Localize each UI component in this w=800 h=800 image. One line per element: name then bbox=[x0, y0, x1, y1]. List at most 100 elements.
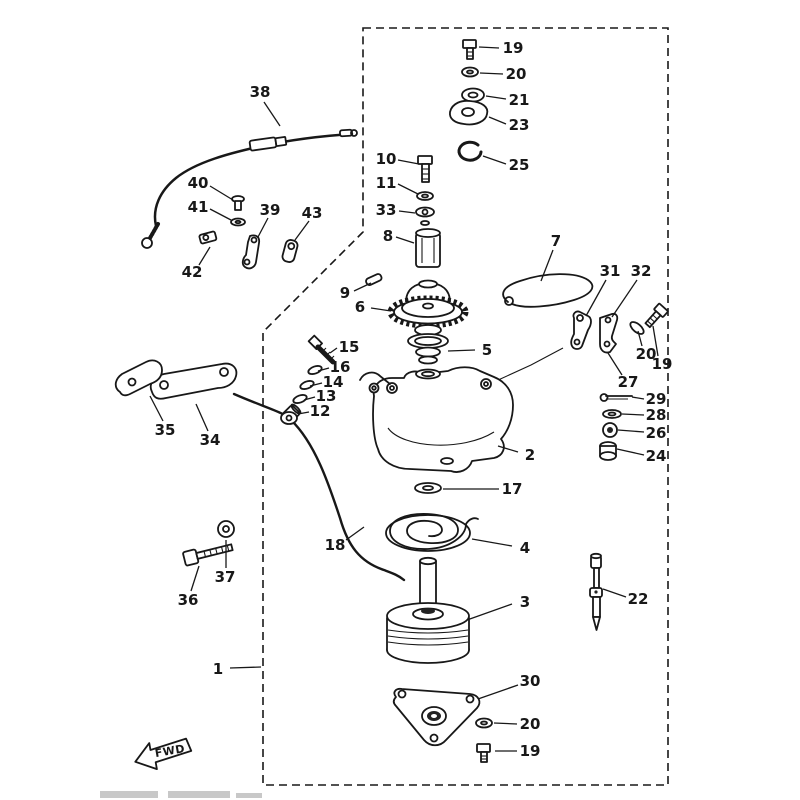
part-label-36: 36 bbox=[178, 591, 199, 609]
part-label-43: 43 bbox=[302, 204, 323, 222]
part-label-24: 24 bbox=[646, 447, 667, 465]
part-label-42: 42 bbox=[182, 263, 203, 281]
friction-spring bbox=[502, 273, 594, 308]
lever-bolt bbox=[182, 543, 234, 567]
drive-pin bbox=[365, 273, 383, 287]
part-label-10: 10 bbox=[376, 150, 397, 168]
leader-line-8 bbox=[395, 236, 415, 244]
leader-line-2 bbox=[497, 445, 519, 453]
part-label-35: 35 bbox=[155, 421, 176, 439]
part-label-13: 13 bbox=[316, 387, 337, 405]
leader-line-22 bbox=[602, 588, 627, 598]
part-label-9: 9 bbox=[340, 284, 350, 302]
leader-line-20 bbox=[479, 72, 504, 75]
leader-line-19 bbox=[652, 325, 659, 357]
part-label-14: 14 bbox=[323, 373, 344, 391]
part-label-20: 20 bbox=[520, 715, 541, 733]
part-label-33: 33 bbox=[376, 201, 397, 219]
leader-line-23 bbox=[488, 116, 507, 125]
leader-line-25 bbox=[482, 155, 507, 165]
part-label-22: 22 bbox=[628, 590, 649, 608]
part-label-38: 38 bbox=[250, 83, 271, 101]
part-label-5: 5 bbox=[482, 341, 492, 359]
part-label-15: 15 bbox=[339, 338, 360, 356]
part-label-2: 2 bbox=[525, 446, 535, 464]
part-label-19: 19 bbox=[520, 742, 541, 760]
part-label-39: 39 bbox=[260, 201, 281, 219]
leader-line-30 bbox=[477, 684, 519, 700]
part-label-27: 27 bbox=[618, 373, 639, 391]
leader-line-26 bbox=[617, 429, 645, 433]
right-brackets bbox=[570, 302, 669, 354]
leader-line-20 bbox=[637, 330, 643, 347]
right-small-parts bbox=[599, 393, 633, 461]
leader-line-32 bbox=[611, 279, 638, 318]
part-label-7: 7 bbox=[551, 232, 561, 250]
top-fastener-stack bbox=[449, 39, 489, 162]
part-label-37: 37 bbox=[215, 568, 236, 586]
part-label-16: 16 bbox=[330, 358, 351, 376]
part-label-30: 30 bbox=[520, 672, 541, 690]
part-label-12: 12 bbox=[310, 402, 331, 420]
part-label-28: 28 bbox=[646, 406, 667, 424]
leader-line-10 bbox=[397, 159, 420, 165]
part-label-26: 26 bbox=[646, 424, 667, 442]
lock-cable bbox=[232, 392, 406, 582]
starter-pulley bbox=[386, 556, 470, 664]
fwd-arrow-label: FWD bbox=[154, 742, 186, 760]
stop-shaft bbox=[589, 552, 603, 631]
spiral-spring bbox=[385, 513, 479, 552]
leader-line-16 bbox=[317, 367, 330, 372]
leader-line-13 bbox=[303, 396, 316, 401]
part-label-40: 40 bbox=[188, 174, 209, 192]
part-label-20: 20 bbox=[506, 65, 527, 83]
leader-line-9 bbox=[353, 282, 372, 292]
leader-line-14 bbox=[309, 382, 323, 387]
part-label-23: 23 bbox=[509, 116, 530, 134]
leader-line-21 bbox=[485, 95, 507, 100]
leader-line-41 bbox=[209, 208, 232, 221]
leader-line-33 bbox=[398, 210, 416, 214]
part-label-32: 32 bbox=[631, 262, 652, 280]
leader-line-1 bbox=[229, 666, 262, 669]
leader-line-39 bbox=[257, 217, 269, 238]
part-label-19: 19 bbox=[652, 355, 673, 373]
starter-housing bbox=[359, 366, 514, 473]
part-label-18: 18 bbox=[325, 536, 346, 554]
part-label-3: 3 bbox=[520, 593, 530, 611]
lever-washer bbox=[217, 520, 235, 538]
part-label-31: 31 bbox=[600, 262, 621, 280]
fwd-arrow: FWD bbox=[134, 737, 193, 771]
leader-line-40 bbox=[209, 185, 234, 201]
collar-stack bbox=[407, 324, 449, 365]
part-label-34: 34 bbox=[200, 431, 221, 449]
leader-line-34 bbox=[195, 403, 209, 432]
leader-line-43 bbox=[294, 220, 310, 241]
part-label-1: 1 bbox=[213, 660, 223, 678]
leader-line-29 bbox=[631, 396, 645, 400]
leader-line-6 bbox=[370, 307, 392, 312]
leader-line-4 bbox=[471, 538, 513, 547]
part-label-29: 29 bbox=[646, 390, 667, 408]
pinion-gear bbox=[387, 279, 469, 329]
leader-line-28 bbox=[621, 413, 645, 416]
part-label-19: 19 bbox=[503, 39, 524, 57]
leader-line-31 bbox=[585, 279, 607, 317]
assembly-boundary bbox=[262, 27, 669, 786]
part-label-8: 8 bbox=[383, 227, 393, 245]
leader-line-36 bbox=[190, 565, 200, 592]
cropped-print-marks bbox=[100, 791, 262, 798]
bolt-stack bbox=[415, 155, 441, 268]
part-label-41: 41 bbox=[188, 198, 209, 216]
part-label-25: 25 bbox=[509, 156, 530, 174]
part-label-6: 6 bbox=[355, 298, 365, 316]
cable-assembly bbox=[141, 128, 358, 270]
leader-line-15 bbox=[329, 347, 338, 354]
thrust-washer bbox=[414, 482, 442, 494]
start-levers bbox=[114, 359, 238, 400]
leader-line-24 bbox=[616, 448, 645, 456]
leader-line-42 bbox=[198, 246, 211, 266]
